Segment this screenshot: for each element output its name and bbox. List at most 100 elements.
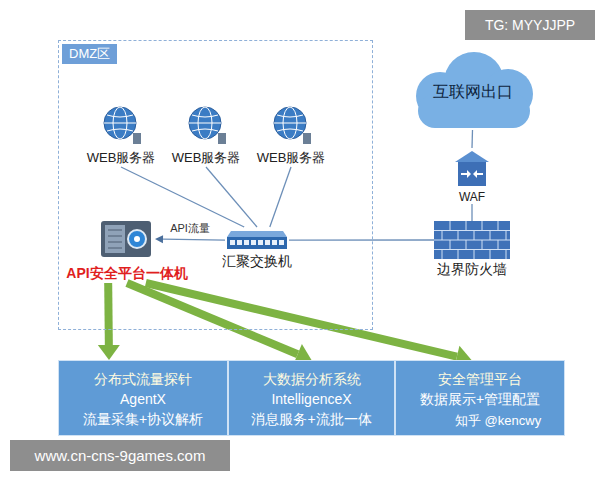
device-icon: [99, 213, 155, 263]
waf-roof: [455, 151, 489, 162]
network-link: [206, 167, 257, 227]
brick-joint: [450, 240, 451, 250]
internet-cloud: 互联网出口: [400, 48, 545, 130]
node-label: 大数据分析系统: [229, 369, 394, 389]
watermark: TG: MYYJJPP: [465, 10, 595, 40]
port: [237, 240, 242, 245]
watermark: www.cn-cns-9games.com: [10, 440, 230, 471]
port: [244, 240, 249, 245]
port: [251, 240, 256, 245]
network-link: [471, 204, 472, 221]
firewall: 边界防火墙: [432, 221, 512, 279]
slot: [108, 230, 122, 231]
brick-joint: [466, 221, 467, 231]
equator: [274, 123, 306, 124]
node-label: 汇聚交换机: [222, 253, 292, 271]
equator: [104, 123, 136, 124]
network-link: [270, 167, 291, 227]
network-link: [289, 239, 434, 240]
brick-line: [434, 230, 510, 231]
switch-icon: [225, 227, 289, 251]
front-panel: [105, 225, 125, 253]
waf-body: [458, 162, 486, 186]
flow-arrow: [104, 283, 113, 345]
port: [258, 240, 263, 245]
node-label: WEB服务器: [87, 149, 156, 167]
region-title: DMZ区: [62, 44, 117, 64]
web-server: WEB服务器: [170, 103, 243, 167]
wall-icon: [434, 221, 510, 259]
brick-joint: [442, 231, 443, 241]
node-label: WEB服务器: [257, 149, 326, 167]
server-stub: [133, 133, 141, 144]
latitude: [107, 115, 133, 131]
brick-joint: [490, 250, 491, 260]
globe-icon: [184, 103, 228, 147]
network-link: [121, 167, 244, 227]
equator: [189, 123, 221, 124]
port: [230, 240, 235, 245]
brick-joint: [466, 240, 467, 250]
network-link: [163, 239, 225, 240]
port: [265, 240, 270, 245]
switch: 汇聚交换机: [220, 227, 294, 271]
port: [272, 240, 277, 245]
switch-top: [227, 231, 287, 237]
node-label: 分布式流量探针: [59, 369, 227, 389]
brick-joint: [506, 231, 507, 241]
brick-joint: [450, 221, 451, 231]
brick-line: [434, 249, 510, 250]
port: [279, 240, 284, 245]
waf-arrowhead: [473, 170, 477, 178]
brick-joint: [474, 250, 475, 260]
flow-arrow: [146, 283, 457, 357]
node-label: WAF: [453, 190, 491, 204]
brick-joint: [498, 221, 499, 231]
web-server: WEB服务器: [255, 103, 328, 167]
node-label: 安全管理平台: [396, 369, 564, 389]
latitude: [277, 115, 303, 131]
brick-line: [434, 240, 510, 241]
brick-joint: [474, 231, 475, 241]
dial-center: [134, 236, 140, 242]
brick-joint: [498, 240, 499, 250]
brick-joint: [482, 240, 483, 250]
waf-device: WAF: [451, 148, 493, 204]
slot: [108, 236, 122, 237]
globe: [189, 107, 221, 139]
node-label: 流量采集+协议解析: [59, 409, 227, 429]
waf-arrowhead: [467, 170, 471, 178]
chassis: [101, 221, 151, 257]
switch-body: [227, 237, 287, 249]
slot: [108, 242, 122, 243]
slot: [108, 248, 122, 249]
watermark: 知乎 @kencwy: [455, 412, 541, 429]
brick-joint: [482, 221, 483, 231]
node-label: 消息服务+流批一体: [229, 409, 394, 429]
module-box: 分布式流量探针AgentX流量采集+协议解析: [58, 360, 228, 436]
node-label: 边界防火墙: [434, 261, 510, 279]
waf-icon: [453, 148, 491, 188]
globe-icon: [99, 103, 143, 147]
node-label: AgentX: [59, 389, 227, 409]
brick-joint: [506, 250, 507, 260]
edge-label: API流量: [169, 221, 211, 236]
dmz-region: DMZ区WEB服务器WEB服务器WEB服务器API安全平台一体机汇聚交换机: [58, 40, 373, 330]
node-label: WEB服务器: [172, 149, 241, 167]
globe: [104, 107, 136, 139]
flow-arrow: [127, 283, 298, 354]
network-link: [471, 130, 473, 148]
node-label: IntelligenceX: [229, 389, 394, 409]
node-label: 数据展示+管理配置: [396, 389, 564, 409]
brick-joint: [490, 231, 491, 241]
node-label: 互联网出口: [433, 76, 513, 103]
globe: [274, 107, 306, 139]
brick-joint: [458, 231, 459, 241]
wall: [434, 221, 510, 259]
server-stub: [303, 133, 311, 144]
brick-joint: [442, 250, 443, 260]
globe-icon: [269, 103, 313, 147]
web-server: WEB服务器: [85, 103, 158, 167]
latitude: [192, 115, 218, 131]
